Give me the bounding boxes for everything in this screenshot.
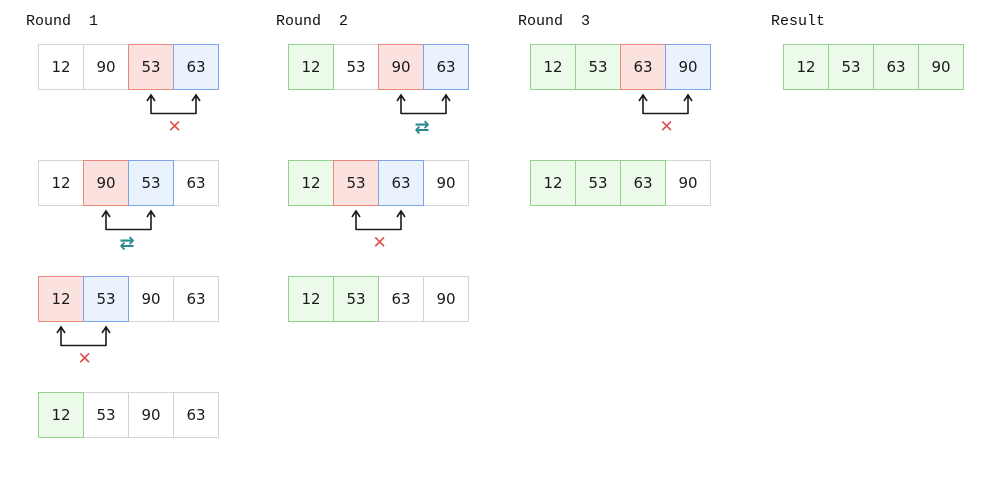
array-cell: 90 — [378, 44, 424, 90]
no-swap-icon: ✕ — [77, 349, 92, 369]
array-cell: 63 — [378, 160, 424, 206]
round-title: Round 3 — [518, 13, 591, 30]
compare-bracket — [638, 93, 693, 115]
array-cell: 53 — [575, 160, 621, 206]
compare-bracket — [351, 209, 406, 231]
array-cell: 12 — [38, 276, 84, 322]
array-cell: 53 — [333, 160, 379, 206]
array-cell: 12 — [530, 44, 576, 90]
array-cell: 12 — [38, 160, 84, 206]
array-cell: 63 — [173, 160, 219, 206]
array-cell: 90 — [83, 44, 129, 90]
no-swap-icon: ✕ — [372, 233, 387, 253]
array-cell: 12 — [783, 44, 829, 90]
array-cell: 90 — [665, 44, 711, 90]
array-cell: 90 — [665, 160, 711, 206]
array-cell: 63 — [423, 44, 469, 90]
array-cell: 63 — [173, 392, 219, 438]
array-cell: 53 — [128, 44, 174, 90]
array-cell: 90 — [128, 392, 174, 438]
array-cell: 90 — [128, 276, 174, 322]
array-cell: 12 — [288, 44, 334, 90]
compare-bracket — [101, 209, 156, 231]
array-cell: 63 — [173, 276, 219, 322]
array-cell: 12 — [530, 160, 576, 206]
array-cell: 53 — [333, 44, 379, 90]
round-title: Round 1 — [26, 13, 99, 30]
array-cell: 63 — [378, 276, 424, 322]
swap-icon: ⇄ — [414, 117, 430, 138]
array-cell: 90 — [918, 44, 964, 90]
array-cell: 53 — [828, 44, 874, 90]
swap-icon: ⇄ — [119, 233, 135, 254]
array-cell: 90 — [423, 276, 469, 322]
round-title: Round 2 — [276, 13, 349, 30]
array-cell: 53 — [575, 44, 621, 90]
round-title: Result — [771, 13, 826, 30]
array-cell: 53 — [83, 276, 129, 322]
array-cell: 53 — [333, 276, 379, 322]
array-cell: 63 — [620, 160, 666, 206]
array-cell: 90 — [83, 160, 129, 206]
array-cell: 53 — [128, 160, 174, 206]
array-cell: 90 — [423, 160, 469, 206]
array-cell: 12 — [288, 276, 334, 322]
compare-bracket — [396, 93, 451, 115]
array-cell: 63 — [620, 44, 666, 90]
array-cell: 53 — [83, 392, 129, 438]
no-swap-icon: ✕ — [167, 117, 182, 137]
no-swap-icon: ✕ — [659, 117, 674, 137]
array-cell: 12 — [38, 392, 84, 438]
array-cell: 12 — [288, 160, 334, 206]
array-cell: 12 — [38, 44, 84, 90]
compare-bracket — [56, 325, 111, 347]
array-cell: 63 — [873, 44, 919, 90]
compare-bracket — [146, 93, 201, 115]
array-cell: 63 — [173, 44, 219, 90]
